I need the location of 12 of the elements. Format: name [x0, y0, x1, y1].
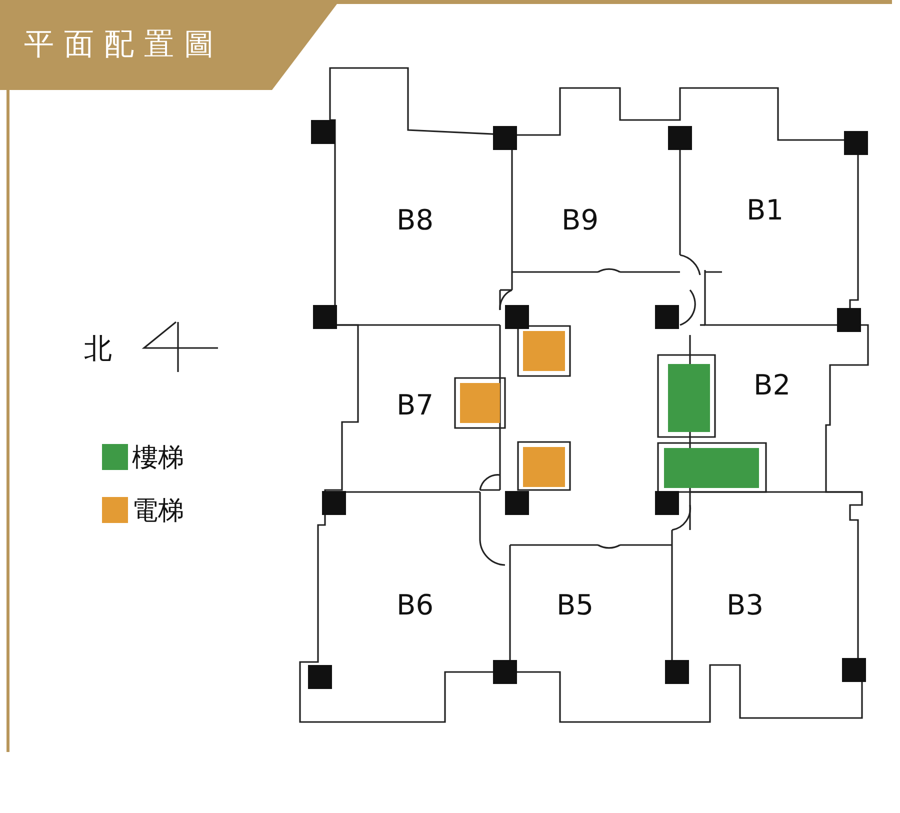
- legend-label: 樓梯: [132, 442, 184, 475]
- unit-label: B3: [726, 588, 764, 622]
- unit-label: B1: [746, 194, 784, 226]
- unit-label: B2: [753, 368, 791, 402]
- compass-label: 北: [84, 331, 112, 367]
- unit-label: B8: [396, 204, 434, 236]
- unit-label: B6: [396, 588, 434, 622]
- title: 平面配置圖: [24, 26, 224, 64]
- legend-label: 電梯: [132, 495, 184, 528]
- unit-label: B9: [561, 204, 599, 236]
- unit-label: B7: [396, 388, 434, 422]
- unit-label: B5: [556, 588, 594, 622]
